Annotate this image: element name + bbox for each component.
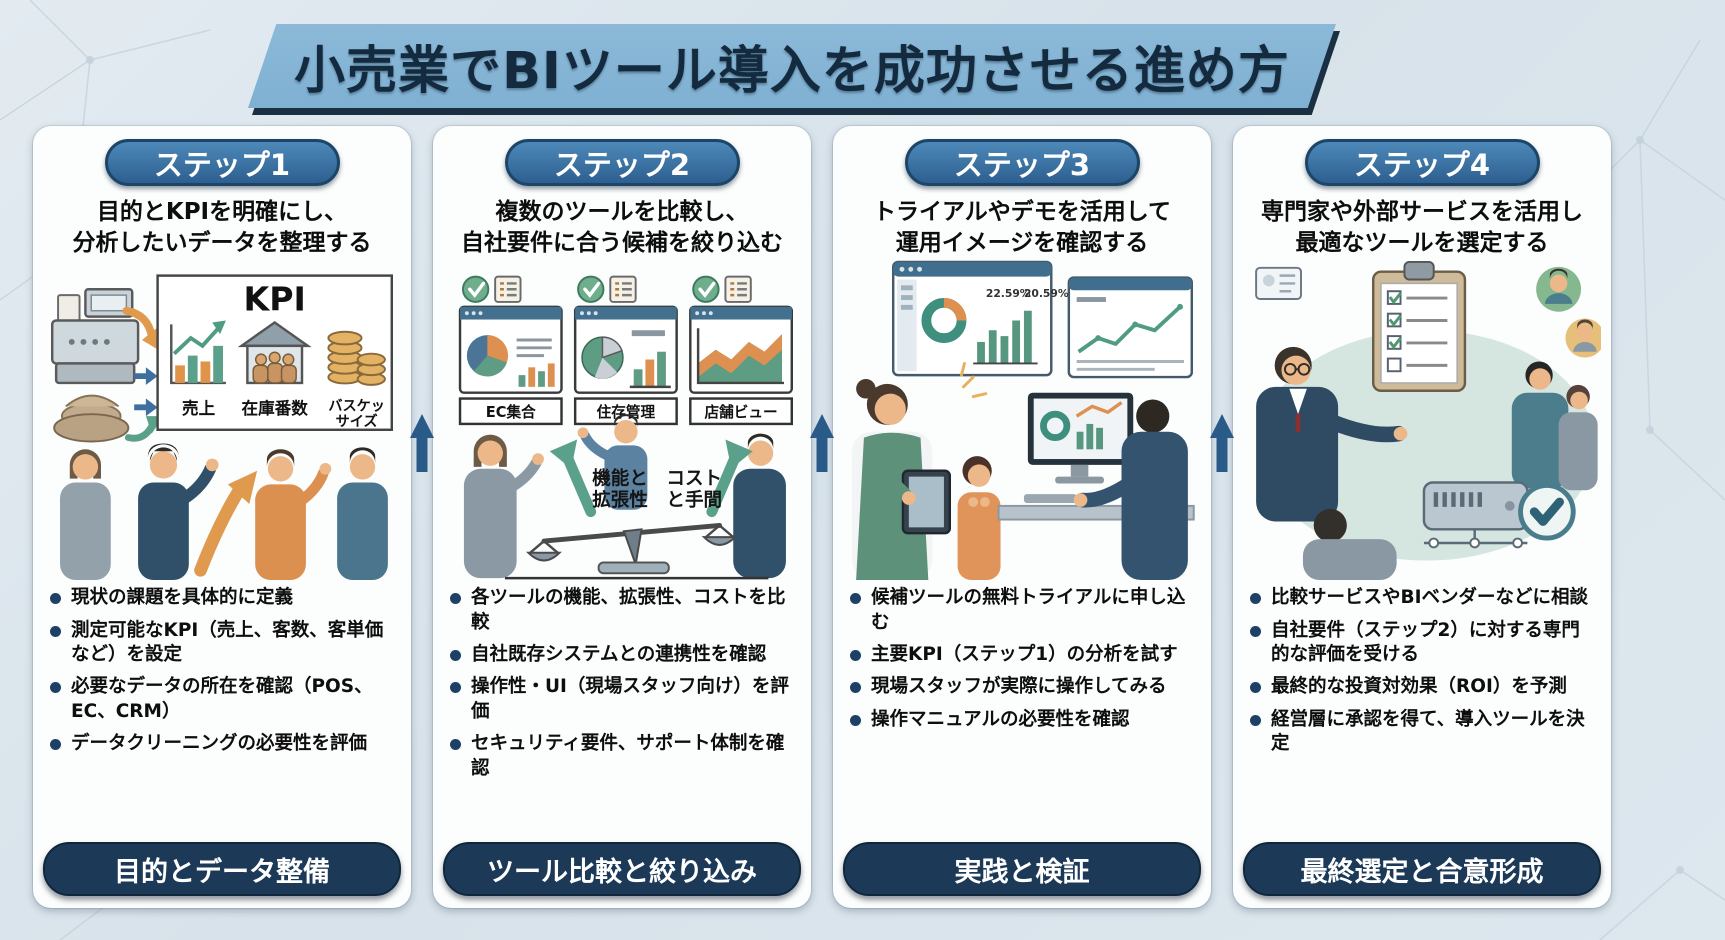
step1-card: ステップ1 目的とKPIを明確にし、 分析したいデータを整理する <box>33 126 411 908</box>
bullet-item: 現状の課題を具体的に定義 <box>46 586 398 610</box>
kpi-box-title: KPI <box>244 280 306 319</box>
clipboard-checklist-icon <box>1371 261 1467 393</box>
step2-card: ステップ2 複数のツールを比較し、 自社要件に合う候補を絞り込む <box>433 126 811 908</box>
step2-headline: 複数のツールを比較し、 自社要件に合う候補を絞り込む <box>461 199 783 256</box>
bullet-item: セキュリティ要件、サポート体制を確認 <box>446 732 798 781</box>
bullet-item: 各ツールの機能、拡張性、コストを比較 <box>446 586 798 635</box>
bullet-item: 現場スタッフが実際に操作してみる <box>846 675 1198 699</box>
step1-badge: ステップ1 <box>104 139 340 186</box>
step4-badge: ステップ4 <box>1304 139 1540 186</box>
check-icon <box>583 281 601 299</box>
avatar-orange <box>1565 318 1601 358</box>
avatar-green <box>1536 266 1582 312</box>
bullet-item: 必要なデータの所在を確認（POS、EC、CRM） <box>46 675 398 724</box>
check-icon <box>698 281 716 299</box>
scale-right-label-2: と手間 <box>666 489 722 511</box>
title-banner: 小売業でBIツール導入を成功させる進め方 <box>248 24 1340 115</box>
scale-left-label-2: 拡張性 <box>592 489 648 511</box>
step1-headline: 目的とKPIを明確にし、 分析したいデータを整理する <box>72 199 372 256</box>
id-card-icon <box>1255 266 1302 301</box>
consultant-figure <box>1256 346 1408 522</box>
dashboard-stat-1: 22.59% <box>986 287 1031 300</box>
step3-footer-banner: 実践と検証 <box>843 842 1201 896</box>
sparkle-icon <box>960 362 988 399</box>
scale-left-label-1: 機能と <box>592 468 648 490</box>
people-comparing-illustration <box>463 414 786 579</box>
kpi-basket-label-1: バスケッ <box>328 398 385 414</box>
pos-register-icon <box>50 288 140 385</box>
person-back-figure <box>1302 508 1397 581</box>
dashboard-stat-2: 20.59% <box>1024 287 1069 300</box>
tool-card-label: EC集合 <box>486 403 536 421</box>
bullet-item: 測定可能なKPI（売上、客数、客単価など）を設定 <box>46 619 398 668</box>
balance-scale-icon <box>504 523 769 580</box>
scale-right-label-1: コスト <box>666 469 722 490</box>
step-gap <box>410 126 434 908</box>
step2-badge: ステップ2 <box>504 139 740 186</box>
mini-dashboard-window <box>1067 276 1194 379</box>
step4-headline: 専門家や外部サービスを活用し 最適なツールを選定する <box>1261 199 1583 256</box>
step2-bullet-list: 各ツールの機能、拡張性、コストを比較 自社既存システムとの連携性を確認 操作性・… <box>442 586 802 789</box>
step4-card: ステップ4 専門家や外部サービスを活用し 最適なツールを選定する <box>1233 126 1611 908</box>
coins-icon <box>327 330 386 387</box>
bullet-item: 候補ツールの無料トライアルに申し込む <box>846 586 1198 635</box>
evaluation-arrows <box>549 439 753 518</box>
warehouse-icon <box>237 321 312 385</box>
listener-figures <box>1511 361 1598 491</box>
bullet-item: 経営層に承認を得て、導入ツールを決定 <box>1246 708 1598 757</box>
tool-card-storage: 住存管理 <box>573 275 678 426</box>
goods-pile-icon <box>53 394 130 443</box>
dashboard-window: 22.59% 20.59% <box>891 260 1069 377</box>
tool-card-storeview: 店舗ビュー <box>689 275 794 426</box>
up-arrow-icon <box>1210 414 1234 472</box>
step4-footer-banner: 最終選定と合意形成 <box>1243 842 1601 896</box>
growth-arrow-icon <box>194 470 258 577</box>
desk-monitor-user <box>997 392 1195 581</box>
step3-bullet-list: 候補ツールの無料トライアルに申し込む 主要KPI（ステップ1）の分析を試す 現場… <box>842 586 1202 740</box>
step1-bullet-list: 現状の課題を具体的に定義 測定可能なKPI（売上、客数、客単価など）を設定 必要… <box>42 586 402 764</box>
check-icon <box>468 281 486 299</box>
server-icon <box>1422 481 1529 549</box>
page-title: 小売業でBIツール導入を成功させる進め方 <box>294 42 1290 101</box>
step-gap <box>810 126 834 908</box>
step1-footer-banner: 目的とデータ整備 <box>43 842 401 896</box>
child-figure <box>957 456 1001 581</box>
step-gap <box>1210 126 1234 908</box>
bullet-item: 操作マニュアルの必要性を確認 <box>846 708 1198 732</box>
step4-bullet-list: 比較サービスやBIベンダーなどに相談 自社要件（ステップ2）に対する専門的な評価… <box>1242 586 1602 764</box>
step4-illustration <box>1255 261 1601 581</box>
kpi-sales-label: 売上 <box>182 398 216 418</box>
kpi-box: KPI <box>156 274 394 432</box>
bullet-item: 主要KPI（ステップ1）の分析を試す <box>846 643 1198 667</box>
step3-badge: ステップ3 <box>904 139 1140 186</box>
approval-check-icon <box>1518 483 1576 541</box>
tool-card-label: 住存管理 <box>597 403 656 421</box>
step3-headline: トライアルやデモを活用して 運用イメージを確認する <box>872 199 1172 256</box>
bullet-item: データクリーニングの必要性を評価 <box>46 732 398 756</box>
up-arrow-icon <box>410 414 434 472</box>
sales-chart-icon <box>170 320 226 385</box>
bullet-item: 自社要件（ステップ2）に対する専門的な評価を受ける <box>1246 619 1598 668</box>
staff-with-tablet <box>852 379 952 581</box>
bullet-item: 最終的な投資対効果（ROI）を予測 <box>1246 675 1598 699</box>
up-arrow-icon <box>810 414 834 472</box>
tool-card-label: 店舗ビュー <box>704 403 777 421</box>
step3-illustration: 22.59% 20.59% <box>852 260 1195 581</box>
bullet-item: 比較サービスやBIベンダーなどに相談 <box>1246 586 1598 610</box>
step2-footer-banner: ツール比較と絞り込み <box>443 842 801 896</box>
bullet-item: 操作性・UI（現場スタッフ向け）を評価 <box>446 675 798 724</box>
step1-illustration: KPI <box>50 274 394 581</box>
bullet-item: 自社既存システムとの連携性を確認 <box>446 643 798 667</box>
step3-card: ステップ3 トライアルやデモを活用して 運用イメージを確認する 22.59% 2… <box>833 126 1211 908</box>
people-discussion-illustration <box>60 443 388 581</box>
steps-row: ステップ1 目的とKPIを明確にし、 分析したいデータを整理する <box>33 126 1611 908</box>
kpi-basket-label-2: サイズ <box>336 413 378 430</box>
kpi-inventory-label: 在庫番数 <box>242 398 309 418</box>
tool-card-ec: EC集合 <box>458 275 563 426</box>
step2-illustration: EC集合 住存管理 <box>458 275 794 580</box>
